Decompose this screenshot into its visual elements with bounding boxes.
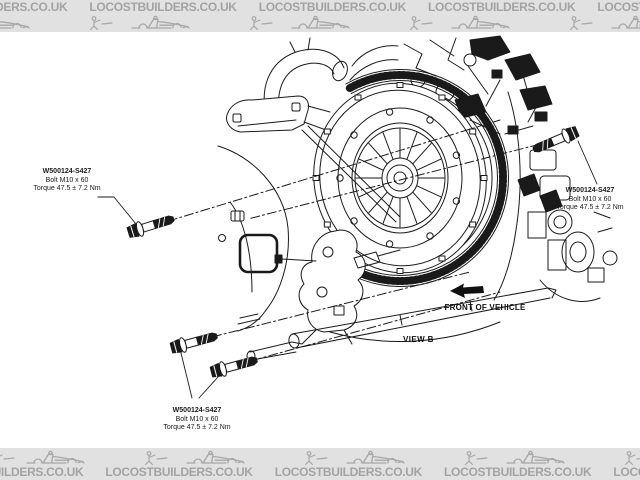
bellhousing-tab — [237, 313, 261, 325]
torque-spec: Torque 47.5 ± 7.2 Nm — [163, 424, 231, 431]
torque-spec: Torque 47.5 ± 7.2 Nm — [556, 204, 624, 211]
watermark-text: LOCOSTBUILDERS.CO.UK — [444, 465, 592, 479]
watermark-text: LOCOSTBUILDERS.CO.UK — [597, 0, 640, 14]
front-of-vehicle-arrow-icon — [450, 283, 484, 298]
bolt-icon-bottom-2 — [208, 352, 260, 380]
watermark-text: LOCOSTBUILDERS.CO.UK — [105, 465, 253, 479]
front-of-vehicle-label: FRONT OF VEHICLE — [444, 303, 526, 312]
part-number: W500124-S427 — [42, 168, 92, 175]
flywheel-ring-gear — [344, 69, 509, 287]
view-label: VIEW B — [403, 335, 434, 344]
bolt-spec: Bolt M10 x 60 — [175, 415, 219, 423]
bolt-spec: Bolt M10 x 60 — [568, 195, 612, 203]
bolt-axis-lines — [151, 119, 557, 366]
watermark-text: LOCOSTBUILDERS.CO.UK — [0, 465, 84, 479]
watermark-text: LOCOSTBUILDERS.CO.UK — [89, 0, 237, 14]
engine-block-detail — [329, 35, 618, 342]
watermark-banner-top: LOCOSTBUILDERS.CO.UK LOCOSTBUILDERS.CO.U… — [0, 0, 640, 32]
bellhousing-boss — [218, 210, 245, 242]
clutch-springs — [336, 108, 461, 248]
watermark-logo-row — [0, 449, 640, 466]
watermark-text: LOCOSTBUILDERS.CO.UK — [258, 0, 407, 14]
torque-spec: Torque 47.5 ± 7.2 Nm — [33, 185, 101, 192]
watermark-banner-bottom: LOCOSTBUILDERS.CO.UK LOCOSTBUILDERS.CO.U… — [0, 448, 640, 480]
exhaust-tube — [246, 287, 557, 362]
watermark-text: LOCOSTBUILDERS.CO.UK — [613, 465, 640, 479]
callout-left: W500124-S427 Bolt M10 x 60 Torque 47.5 ±… — [6, 168, 128, 194]
watermark-text-row: LOCOSTBUILDERS.CO.UK LOCOSTBUILDERS.CO.U… — [0, 466, 640, 479]
clutch-hub — [386, 164, 414, 192]
callout-right: W500124-S427 Bolt M10 x 60 Torque 47.5 ±… — [540, 187, 640, 213]
bellhousing — [217, 145, 289, 332]
bolt-icon-left — [125, 211, 177, 241]
watermark-car-logos — [0, 450, 640, 466]
bellhousing-access-hole — [238, 233, 279, 274]
watermark-text-row: LOCOSTBUILDERS.CO.UK LOCOSTBUILDERS.CO.U… — [0, 1, 640, 14]
watermark-text: LOCOSTBUILDERS.CO.UK — [274, 465, 423, 479]
watermark-text: LOCOSTBUILDERS.CO.UK — [0, 0, 68, 14]
strut-rod — [301, 125, 401, 223]
leader-lines — [97, 140, 598, 399]
engine-mount-bracket — [274, 229, 401, 345]
callout-bottom: W500124-S427 Bolt M10 x 60 Torque 47.5 ±… — [134, 407, 260, 433]
diaphragm-fingers — [354, 127, 446, 229]
bolt-spec: Bolt M10 x 60 — [45, 176, 89, 184]
engine-lift-bracket — [226, 95, 331, 133]
bolt-icon-bottom-1 — [168, 328, 220, 356]
part-number: W500124-S427 — [172, 407, 222, 414]
watermark-text: LOCOSTBUILDERS.CO.UK — [428, 0, 576, 14]
part-number: W500124-S427 — [565, 187, 615, 194]
